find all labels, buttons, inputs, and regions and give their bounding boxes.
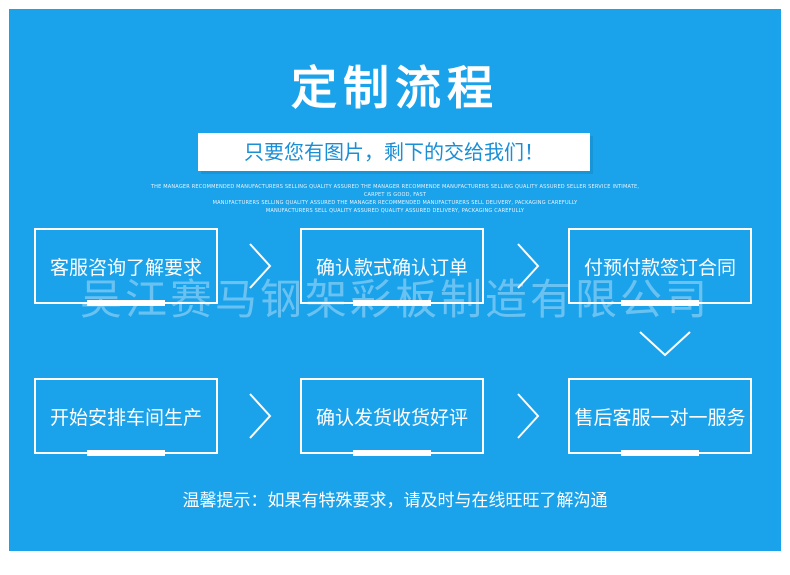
step-label: 售后客服一对一服务 <box>574 406 746 429</box>
fine-print-line: MANUFACTURERS SELL QUALITY ASSURED QUALI… <box>265 208 525 214</box>
step-underline <box>353 300 431 306</box>
step-label: 确认发货收货好评 <box>315 406 468 429</box>
step-confirm-order: 确认款式确认订单 <box>300 228 484 306</box>
step-underline <box>87 450 165 456</box>
step-prepayment: 付预付款签订合同 <box>568 228 752 306</box>
step-underline <box>621 300 699 306</box>
step-underline <box>353 450 431 456</box>
fine-print-line: THE MANAGER RECOMMENDED MANUFACTURERS SE… <box>150 184 640 198</box>
step-label: 确认款式确认订单 <box>315 256 468 279</box>
chevron-down-icon <box>639 331 691 357</box>
chevron-right-icon <box>517 393 540 439</box>
fine-print: THE MANAGER RECOMMENDED MANUFACTURERS SE… <box>150 183 640 215</box>
step-production: 开始安排车间生产 <box>34 378 218 456</box>
step-underline <box>621 450 699 456</box>
step-label: 客服咨询了解要求 <box>49 256 202 279</box>
background-panel <box>9 9 781 551</box>
reminder-text: 温馨提示：如果有特殊要求，请及时与在线旺旺了解沟通 <box>182 491 608 511</box>
chevron-right-icon <box>249 243 272 289</box>
company-watermark: 吴江赛马钢架彩板制造有限公司 <box>79 275 710 324</box>
page-title: 定制流程 <box>291 61 499 115</box>
chevron-right-icon <box>249 393 272 439</box>
step-delivery: 确认发货收货好评 <box>300 378 484 456</box>
step-label: 开始安排车间生产 <box>49 406 202 429</box>
subtitle-banner: 只要您有图片，剩下的交给我们！ <box>198 133 590 171</box>
step-underline <box>87 300 165 306</box>
step-label: 付预付款签订合同 <box>583 256 736 279</box>
step-consult: 客服咨询了解要求 <box>34 228 218 306</box>
fine-print-line: MANUFACTURERS SELLING QUALITY ASSURED TH… <box>212 200 578 206</box>
chevron-right-icon <box>517 243 540 289</box>
step-after-sales: 售后客服一对一服务 <box>568 378 752 456</box>
subtitle-text: 只要您有图片，剩下的交给我们！ <box>244 140 544 164</box>
